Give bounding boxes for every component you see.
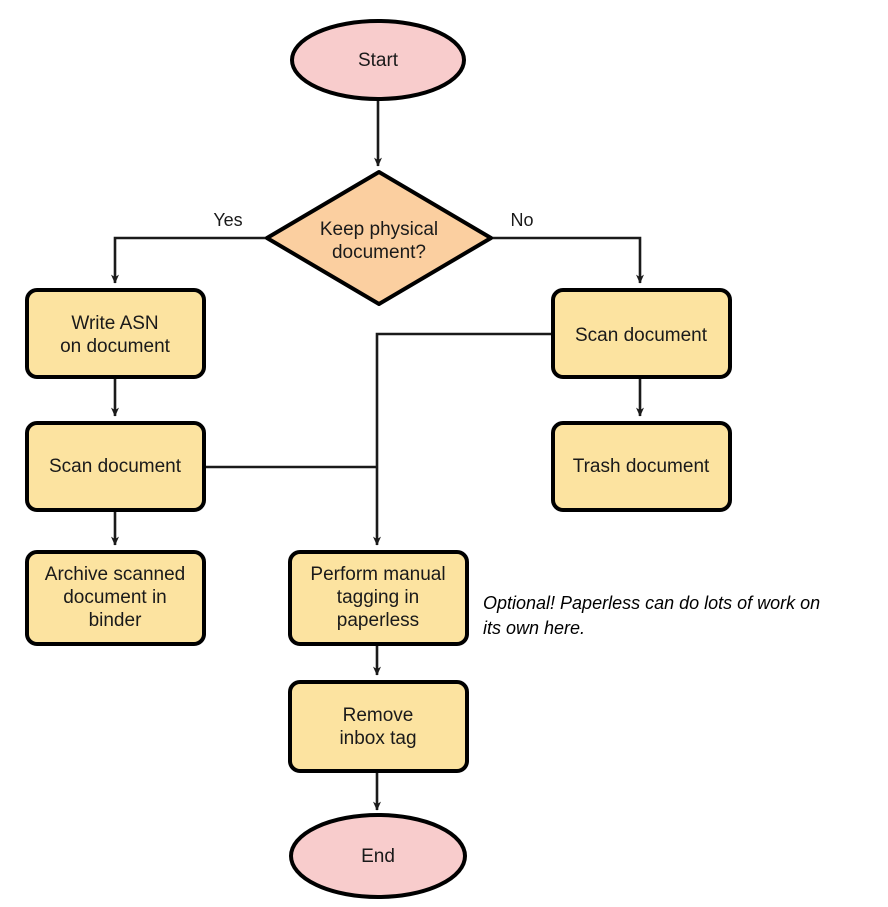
start-label: Start (358, 50, 399, 71)
annotation-note: Optional! Paperless can do lots of work … (483, 593, 820, 638)
archive-label-line3: binder (89, 610, 142, 631)
scan-document-right-label: Scan document (575, 325, 708, 346)
edge-label-yes: Yes (213, 210, 242, 230)
node-start[interactable]: Start (290, 19, 466, 101)
node-archive-scanned-document[interactable]: Archive scanned document in binder (25, 550, 206, 646)
tagging-label-line1: Perform manual (310, 564, 445, 585)
archive-label-line1: Archive scanned (45, 564, 185, 585)
remove-inbox-label-line2: inbox tag (339, 728, 416, 749)
annotation-line1: Optional! Paperless can do lots of work … (483, 593, 820, 613)
node-scan-document-right[interactable]: Scan document (551, 288, 732, 379)
edge-scan-right-to-tagging (372, 332, 552, 546)
start-ellipse (290, 19, 466, 101)
scan-document-left-box (25, 421, 206, 512)
tagging-label-line2: tagging in (337, 587, 419, 608)
archive-box (25, 550, 206, 646)
node-trash-document[interactable]: Trash document (551, 421, 732, 512)
trash-document-box (551, 421, 732, 512)
edge-label-no: No (510, 210, 533, 230)
remove-inbox-label-line1: Remove (343, 705, 414, 726)
write-asn-label-line2: on document (60, 336, 171, 357)
end-ellipse (289, 813, 467, 899)
archive-label-line2: document in (63, 587, 167, 608)
remove-inbox-tag-box (288, 680, 469, 773)
write-asn-box (25, 288, 206, 379)
scan-document-right-box (551, 288, 732, 379)
edge-decision-yes-to-write-asn (110, 236, 266, 284)
node-remove-inbox-tag[interactable]: Remove inbox tag (288, 680, 469, 773)
trash-document-label: Trash document (573, 456, 710, 477)
annotation-line2: its own here. (483, 618, 585, 638)
decision-label-line2: document? (332, 242, 426, 263)
node-write-asn-on-document[interactable]: Write ASN on document (25, 288, 206, 379)
decision-label-line1: Keep physical (320, 219, 438, 240)
scan-document-left-label: Scan document (49, 456, 182, 477)
tagging-box (288, 550, 469, 646)
decision-diamond (265, 170, 493, 306)
node-scan-document-left[interactable]: Scan document (25, 421, 206, 512)
end-label: End (361, 846, 395, 867)
node-end[interactable]: End (289, 813, 467, 899)
tagging-label-line3: paperless (337, 610, 419, 631)
write-asn-label-line1: Write ASN (71, 313, 158, 334)
node-decision-keep-physical-document[interactable]: Keep physical document? (265, 170, 493, 306)
node-perform-manual-tagging[interactable]: Perform manual tagging in paperless (288, 550, 469, 646)
edge-decision-no-to-scan-right (492, 236, 644, 284)
